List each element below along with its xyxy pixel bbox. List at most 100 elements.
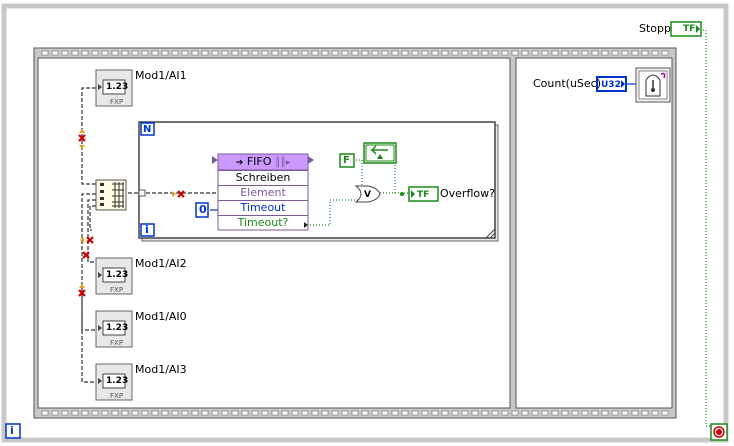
feedback-node[interactable]	[363, 142, 397, 164]
count-type: U32	[601, 80, 621, 90]
film-hole	[391, 410, 399, 416]
fifo-timeout-output[interactable]: Timeout?	[218, 215, 308, 230]
film-hole	[551, 410, 559, 416]
film-hole	[521, 50, 529, 56]
channel-name[interactable]: Mod1/AI2	[135, 257, 187, 270]
fifo-method[interactable]: Schreiben	[218, 170, 308, 185]
stop-label: Stopp	[639, 22, 671, 35]
film-hole	[651, 50, 659, 56]
overflow-indicator-frame	[408, 186, 439, 202]
film-hole	[571, 50, 579, 56]
channel-indicator[interactable]	[95, 69, 133, 107]
timeout-constant-box	[195, 202, 209, 218]
count-indicator-frame	[596, 76, 627, 92]
or-gate[interactable]	[354, 185, 381, 203]
film-hole	[521, 410, 529, 416]
film-hole	[151, 410, 159, 416]
stop-terminal-frame	[670, 21, 702, 37]
film-hole	[391, 50, 399, 56]
film-hole	[111, 410, 119, 416]
fifo-timeout-input[interactable]: Timeout	[218, 200, 308, 215]
film-hole	[231, 410, 239, 416]
for-loop-count-terminal	[140, 122, 155, 136]
count-label[interactable]: Count(uSec)	[533, 77, 602, 90]
film-hole	[311, 50, 319, 56]
channel-name[interactable]: Mod1/AI0	[135, 310, 187, 323]
film-hole	[351, 50, 359, 56]
film-hole	[451, 410, 459, 416]
film-hole	[81, 410, 89, 416]
tick-count-icon[interactable]	[635, 67, 671, 103]
film-hole	[71, 410, 79, 416]
channel-name[interactable]: Mod1/AI1	[135, 69, 187, 82]
film-hole	[281, 410, 289, 416]
film-hole	[361, 50, 369, 56]
film-hole	[41, 410, 49, 416]
film-hole	[641, 50, 649, 56]
film-hole	[461, 50, 469, 56]
film-hole	[621, 50, 629, 56]
channel-indicator[interactable]	[95, 310, 133, 348]
film-hole	[311, 410, 319, 416]
channel-indicators	[95, 69, 133, 401]
conditional-terminal[interactable]	[710, 423, 728, 441]
film-hole	[271, 50, 279, 56]
fifo-node[interactable]: ➔ FIFO ║║▸ Schreiben Element Timeout Tim…	[218, 154, 308, 230]
overflow-type: TF	[417, 190, 430, 200]
film-hole	[181, 50, 189, 56]
film-hole	[581, 410, 589, 416]
film-hole	[411, 50, 419, 56]
film-hole	[351, 410, 359, 416]
film-hole	[301, 410, 309, 416]
film-hole	[421, 410, 429, 416]
film-hole	[181, 410, 189, 416]
film-hole	[471, 410, 479, 416]
film-hole	[471, 50, 479, 56]
channel-display: 1.23	[106, 82, 129, 92]
fifo-title: ➔ FIFO ║║▸	[235, 155, 291, 168]
film-hole	[141, 410, 149, 416]
film-hole	[541, 410, 549, 416]
film-hole	[171, 410, 179, 416]
fifo-element-input[interactable]: Element	[218, 185, 308, 200]
channel-indicator[interactable]	[95, 257, 133, 295]
film-hole	[401, 50, 409, 56]
film-hole	[371, 410, 379, 416]
film-hole	[501, 410, 509, 416]
film-hole	[71, 50, 79, 56]
film-hole	[371, 50, 379, 56]
error-x-arrows	[79, 129, 176, 288]
film-hole	[301, 50, 309, 56]
film-hole	[261, 50, 269, 56]
channel-name[interactable]: Mod1/AI3	[135, 363, 187, 376]
film-hole	[611, 50, 619, 56]
film-hole	[661, 50, 669, 56]
merge-node[interactable]	[95, 179, 127, 211]
film-hole	[431, 410, 439, 416]
film-hole	[211, 50, 219, 56]
film-hole	[61, 410, 69, 416]
film-hole	[271, 410, 279, 416]
channel-display: 1.23	[106, 323, 129, 333]
film-hole	[381, 410, 389, 416]
film-hole	[291, 410, 299, 416]
film-hole	[91, 50, 99, 56]
film-hole	[291, 50, 299, 56]
channel-subtext: FXP	[110, 286, 124, 294]
channel-indicator[interactable]	[95, 363, 133, 401]
film-hole	[631, 50, 639, 56]
film-hole	[221, 410, 229, 416]
film-hole	[251, 410, 259, 416]
or-gate-label: V	[364, 190, 371, 200]
film-hole	[591, 410, 599, 416]
channel-subtext: FXP	[110, 98, 124, 106]
film-hole	[451, 50, 459, 56]
film-hole	[261, 410, 269, 416]
false-constant[interactable]: F	[343, 155, 350, 166]
timeout-constant[interactable]: 0	[199, 203, 207, 216]
film-hole	[481, 410, 489, 416]
film-hole	[431, 50, 439, 56]
film-hole	[171, 50, 179, 56]
film-hole	[551, 50, 559, 56]
overflow-label[interactable]: Overflow?	[440, 187, 495, 200]
